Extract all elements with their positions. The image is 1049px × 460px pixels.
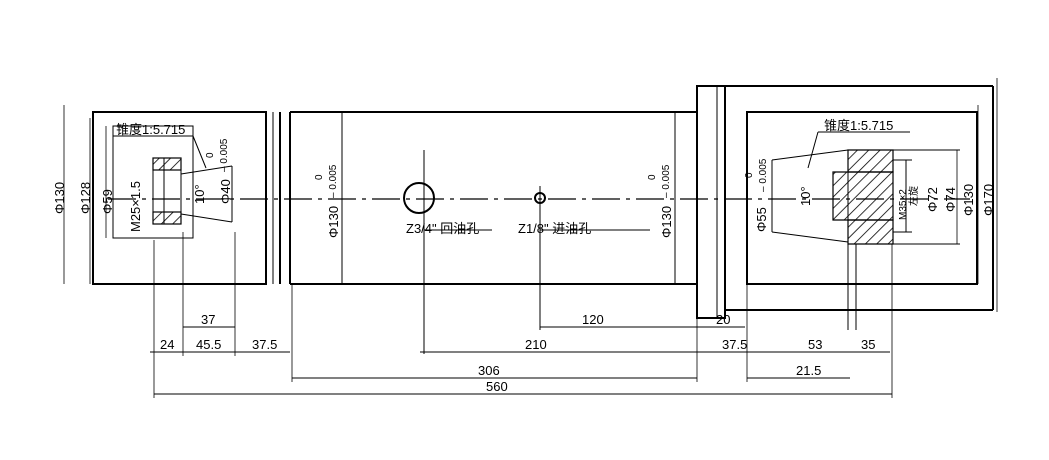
left-dia130-label: Φ130 [52,182,67,214]
left-dia128-label: Φ128 [78,182,93,214]
body-right-tol-lower: – 0.005 [661,164,672,198]
left-thread-label: M25×1.5 [128,181,143,232]
right-thread-label: M35×2 [898,189,909,220]
dim-24: 24 [160,337,174,352]
body-left-tol-lower: – 0.005 [328,164,339,198]
oil-return-label: Z3/4" 回油孔 [406,221,479,236]
right-dia55-label: Φ55 [754,207,769,232]
dimension-lines [150,326,892,395]
left-bore-label: Φ40 [218,179,233,204]
dim-20: 20 [716,312,730,327]
left-taper-label: 锥度1:5.715 [116,122,185,137]
left-dia59-label: Φ59 [100,189,115,214]
right-angle-label: 10° [798,186,813,206]
dim-53: 53 [808,337,822,352]
right-tol-lower: – 0.005 [758,158,769,192]
right-dia170-label: Φ170 [981,184,996,216]
dim-120: 120 [582,312,604,327]
right-dia74-label: Φ74 [943,187,958,212]
dim-37-5-right: 37.5 [722,337,747,352]
body-left-tol-upper: 0 [314,174,325,180]
extension-lines [63,78,998,398]
shaft-outline [92,85,994,319]
right-dia130-label: Φ130 [961,184,976,216]
left-end-features [112,125,233,239]
dim-306: 306 [478,363,500,378]
right-dia72-label: Φ72 [925,187,940,212]
dim-45-5: 45.5 [196,337,221,352]
dim-210: 210 [525,337,547,352]
right-end-features [771,131,960,330]
right-taper-label: 锥度1:5.715 [824,118,893,133]
left-tol-upper: 0 [205,152,216,158]
dim-35: 35 [861,337,875,352]
left-angle-label: 10° [192,184,207,204]
oil-holes [403,150,650,354]
dim-37: 37 [201,312,215,327]
dim-21-5: 21.5 [796,363,821,378]
left-tol-lower: – 0.005 [219,138,230,172]
body-dia-right-label: Φ130 [659,206,674,238]
right-tol-upper: 0 [744,172,755,178]
body-dia-left-label: Φ130 [326,206,341,238]
dim-37-5-left: 37.5 [252,337,277,352]
right-thread-note: 左旋 [907,186,920,206]
dim-560: 560 [486,379,508,394]
oil-inlet-label: Z1/8" 进油孔 [518,221,591,236]
body-right-tol-upper: 0 [647,174,658,180]
